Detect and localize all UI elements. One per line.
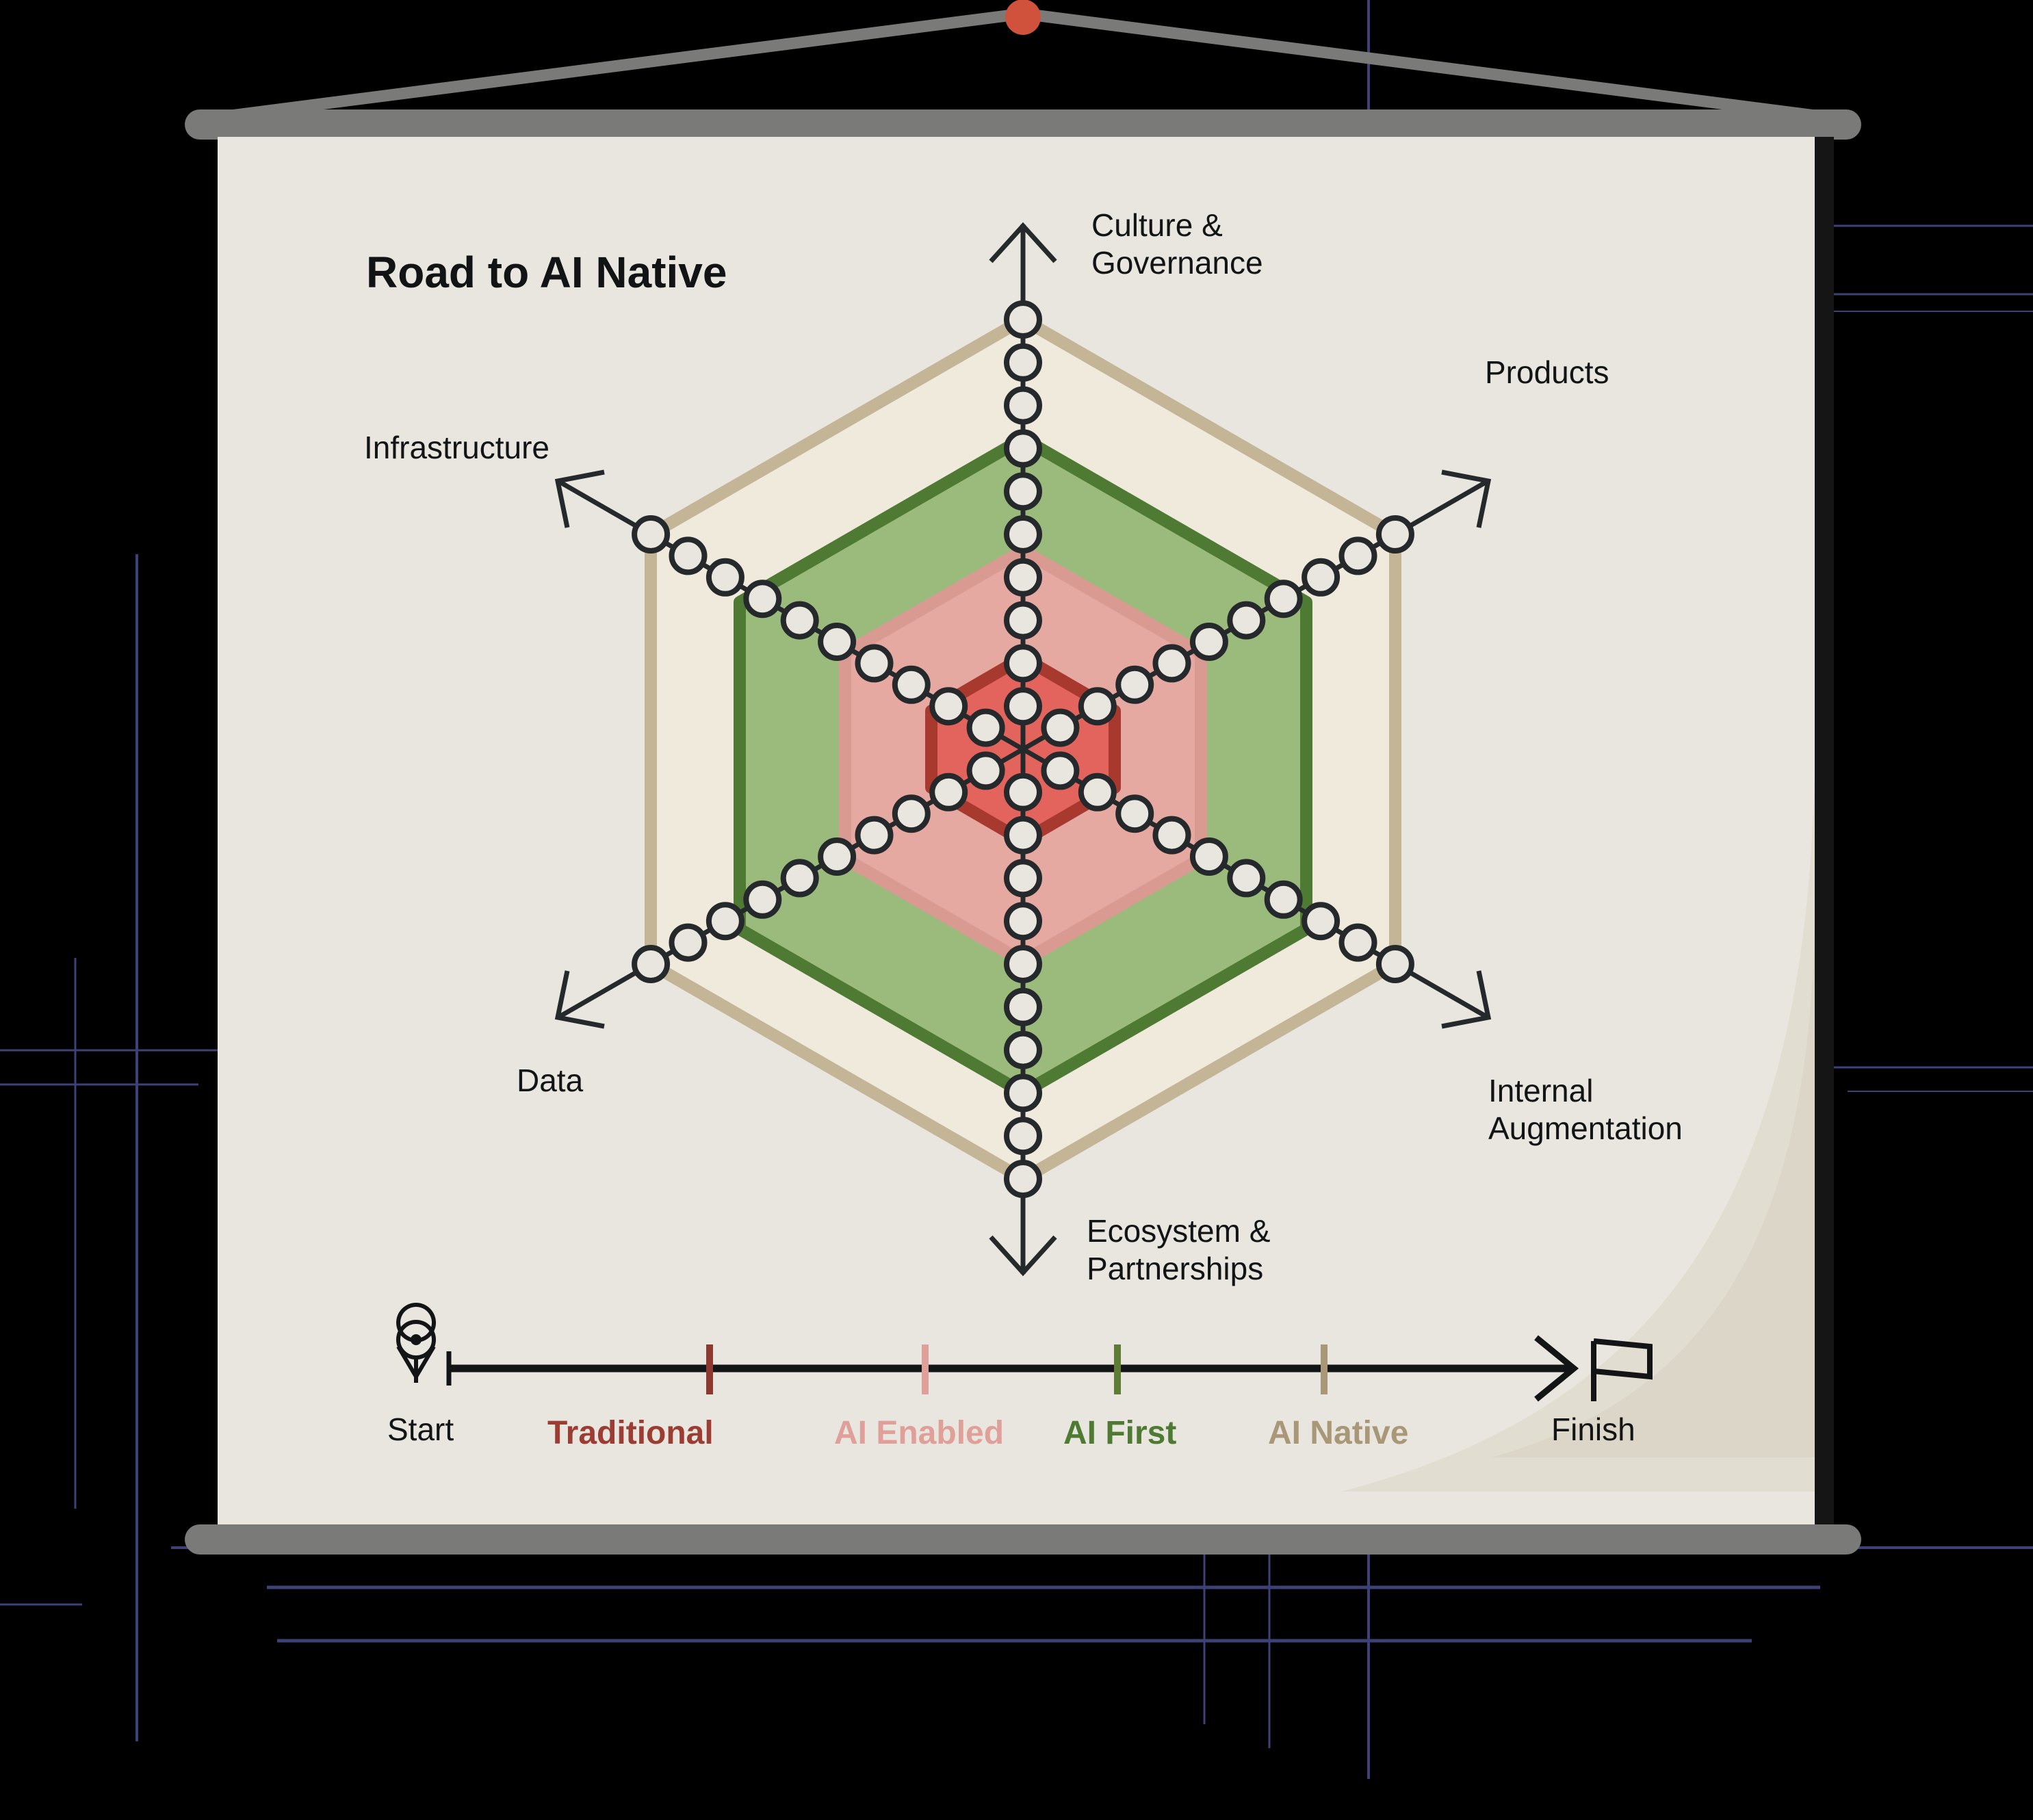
radar-axis-dot bbox=[780, 859, 819, 898]
radar-axis-dot bbox=[1152, 644, 1191, 683]
axis-label-ecosystem-line2: Partnerships bbox=[1087, 1251, 1263, 1286]
timeline-arrowhead bbox=[1534, 1335, 1579, 1402]
radar-axis-dot bbox=[1189, 837, 1228, 876]
radar-axis-dot bbox=[1004, 859, 1042, 898]
axis-label-infrastructure: Infrastructure bbox=[364, 430, 549, 465]
radar-axis-dot bbox=[1152, 816, 1191, 855]
axis-label-products: Products bbox=[1485, 354, 1609, 390]
radar-axis-dot bbox=[1078, 772, 1117, 811]
legend-start-label: Start bbox=[387, 1412, 454, 1447]
radar-axis-dot bbox=[1227, 859, 1266, 898]
radar-axis-dot bbox=[1004, 343, 1042, 382]
radar-axis-dot bbox=[1338, 923, 1377, 962]
radar-axis-dot bbox=[892, 794, 931, 833]
projector-bottom-rail bbox=[185, 1524, 1861, 1555]
radar-axis-dot bbox=[1004, 644, 1042, 683]
radar-axis-dot bbox=[818, 623, 857, 661]
radar-axis-dot bbox=[1004, 558, 1042, 597]
radar-axis-dot bbox=[855, 816, 894, 855]
radar-axis-dot bbox=[1004, 1117, 1042, 1156]
radar-axis-dot bbox=[1189, 623, 1228, 661]
radar-axis-dot bbox=[1115, 665, 1154, 704]
radar-chart bbox=[554, 222, 1492, 1277]
radar-axis-dot bbox=[966, 708, 1005, 747]
radar-axis-dot bbox=[669, 923, 708, 962]
hanging-wire bbox=[197, 0, 1849, 126]
axis-label-internal-aug-line2: Augmentation bbox=[1488, 1110, 1683, 1146]
radar-axis-dot bbox=[1004, 429, 1042, 468]
radar-axis-dot bbox=[855, 644, 894, 683]
radar-axis-dots bbox=[632, 300, 1414, 1198]
radar-axis-dot bbox=[1375, 945, 1414, 983]
radar-axis-dot bbox=[1004, 300, 1042, 339]
radar-axis-dot bbox=[705, 558, 744, 597]
legend-timeline: Start Finish Traditional AI Enabled AI F… bbox=[387, 1303, 1653, 1451]
radar-axis-dot bbox=[632, 515, 671, 554]
radar-axis-dot bbox=[1041, 708, 1080, 747]
radar-axis-dot bbox=[1004, 515, 1042, 554]
radar-axis-dot bbox=[1004, 945, 1042, 983]
radar-axis-dot bbox=[1227, 601, 1266, 640]
radar-axis-dot bbox=[1004, 772, 1042, 811]
legend-stage-ai-native: AI Native bbox=[1268, 1415, 1408, 1451]
radar-axis-dot bbox=[1004, 902, 1042, 941]
radar-axis-dot bbox=[929, 687, 968, 726]
screen-shadow-soft bbox=[1341, 766, 1815, 1492]
projector-top-rail bbox=[185, 109, 1861, 140]
axis-label-data: Data bbox=[517, 1063, 584, 1098]
radar-axis-dot bbox=[1041, 751, 1080, 790]
radar-axis-dot bbox=[1004, 1074, 1042, 1113]
radar-axis-dot bbox=[780, 601, 819, 640]
radar-axis-dot bbox=[1375, 515, 1414, 554]
radar-axis-dot bbox=[1115, 794, 1154, 833]
radar-axis-dot bbox=[1004, 1030, 1042, 1069]
radar-axis-dot bbox=[1078, 687, 1117, 726]
radar-axis-dot bbox=[1004, 386, 1042, 425]
radar-axis-dot bbox=[1004, 472, 1042, 511]
map-pin-icon bbox=[396, 1303, 437, 1383]
radar-axis-dot bbox=[1004, 816, 1042, 855]
radar-axis-dot bbox=[743, 880, 782, 919]
radar-axis-dot bbox=[1004, 687, 1042, 726]
radar-axis-dot bbox=[1004, 601, 1042, 640]
radar-axis-dot bbox=[929, 772, 968, 811]
radar-axis-dot bbox=[1264, 880, 1303, 919]
flag-icon bbox=[1591, 1338, 1653, 1401]
axis-label-ecosystem-line1: Ecosystem & bbox=[1087, 1213, 1270, 1249]
radar-axis-dot bbox=[1004, 1160, 1042, 1198]
radar-axis-dot bbox=[1004, 987, 1042, 1026]
radar-axis-dot bbox=[743, 580, 782, 619]
radar-axis-dot bbox=[1302, 558, 1341, 597]
page-title: Road to AI Native bbox=[366, 248, 727, 297]
axis-label-internal-aug-line1: Internal bbox=[1488, 1073, 1593, 1108]
radar-axis-dot bbox=[1338, 536, 1377, 575]
radar-axis-dot bbox=[1264, 580, 1303, 619]
legend-finish-label: Finish bbox=[1551, 1412, 1635, 1447]
axis-label-culture-line1: Culture & bbox=[1091, 207, 1223, 243]
radar-axis-dot bbox=[705, 902, 744, 941]
legend-stage-ai-first: AI First bbox=[1063, 1415, 1176, 1451]
radar-axis-dot bbox=[1302, 902, 1341, 941]
radar-axis-dot bbox=[892, 665, 931, 704]
wire-dot bbox=[1005, 0, 1041, 35]
axis-label-culture-line2: Governance bbox=[1091, 245, 1263, 281]
radar-axis-dot bbox=[669, 536, 708, 575]
legend-stage-ai-enabled: AI Enabled bbox=[834, 1415, 1004, 1451]
radar-axis-dot bbox=[632, 945, 671, 983]
radar-axis-dot bbox=[818, 837, 857, 876]
radar-axis-dot bbox=[966, 751, 1005, 790]
legend-stage-traditional: Traditional bbox=[547, 1415, 714, 1451]
